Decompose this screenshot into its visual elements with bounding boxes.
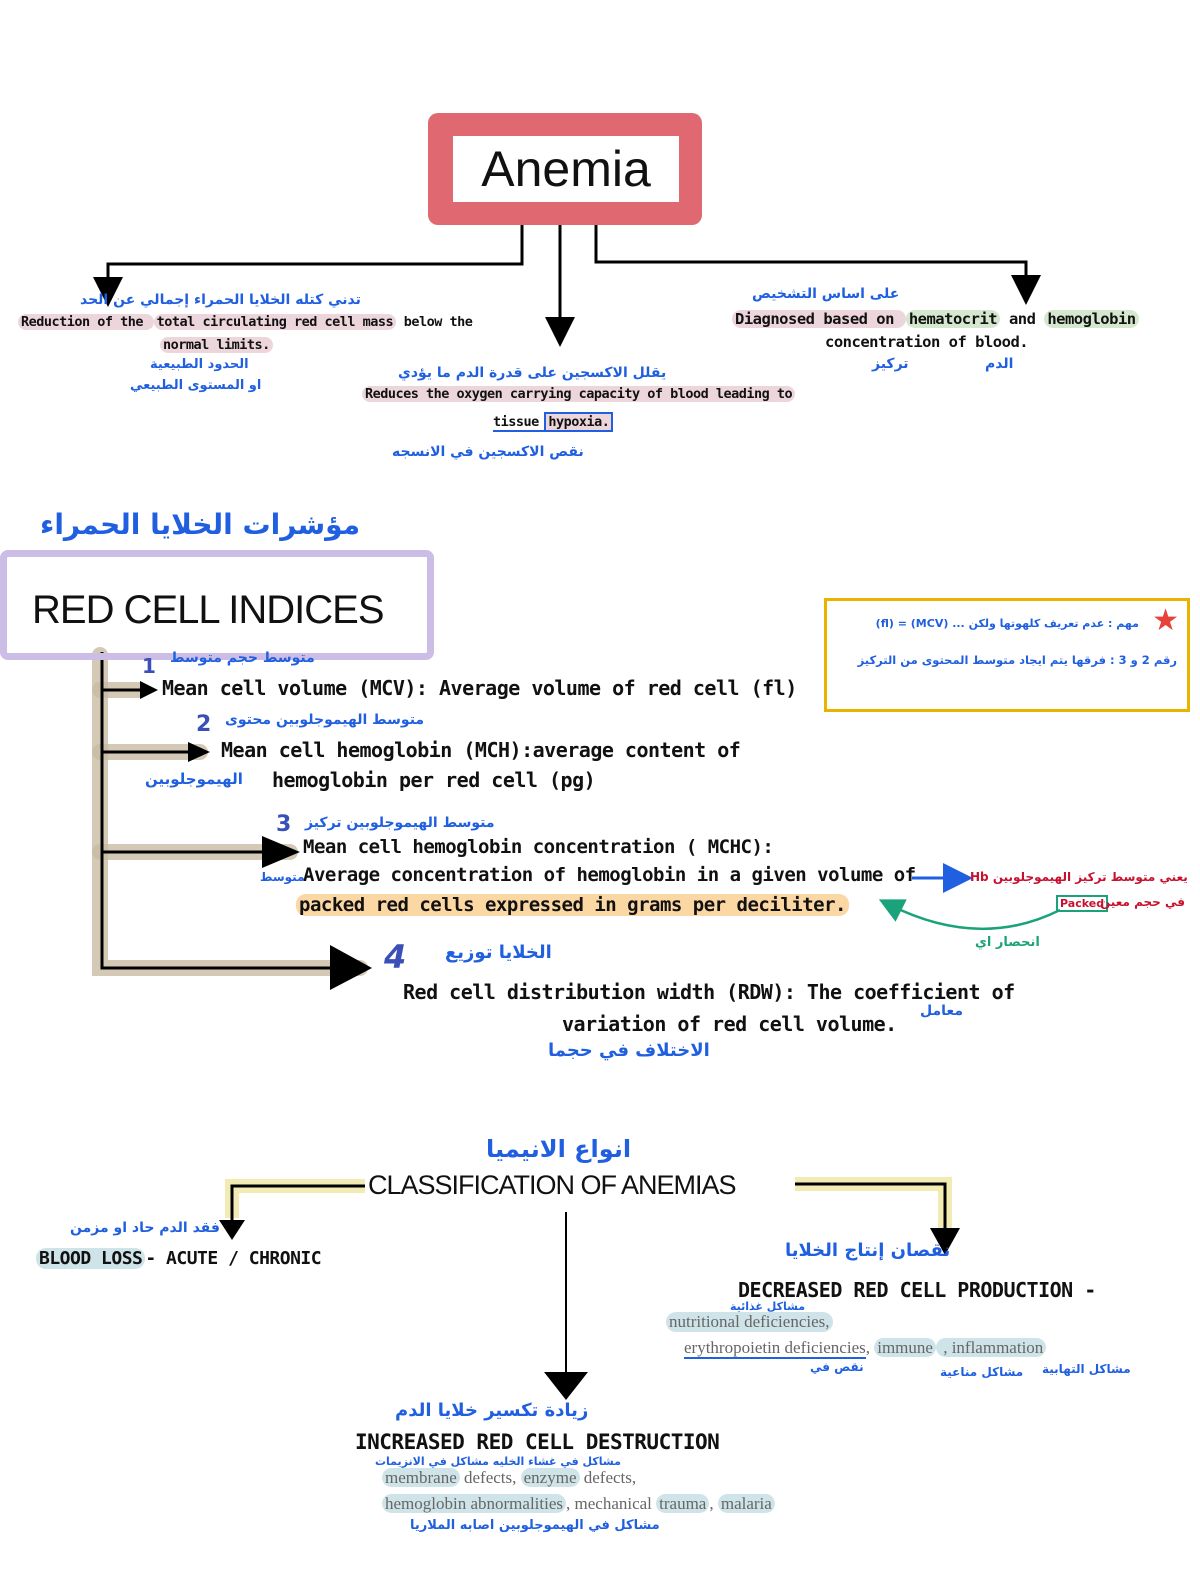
index-1-arabic: متوسط حجم متوسط <box>170 650 315 666</box>
decreased-immune: immune <box>874 1338 936 1357</box>
increased-membrane: membrane <box>382 1468 460 1487</box>
increased-detail1: membrane defects, enzyme defects, <box>382 1468 636 1488</box>
decreased-arabic-b2: مشاكل مناعية <box>940 1365 1024 1379</box>
increased-d1b: defects, <box>459 1468 521 1487</box>
def-left-text: Reduction of the total circulating red c… <box>18 314 473 330</box>
def-right-hemoglobin: hemoglobin <box>1044 310 1139 328</box>
decreased-arabic-b3: مشاكل التهابية <box>1042 1362 1131 1376</box>
def-center-line1: Reduces the oxygen carrying capacity of … <box>362 386 796 402</box>
increased-arabic-mid: مشاكل في غشاء الخليه مشاكل في الانزيمات <box>375 1455 621 1468</box>
def-right-diagnosed: Diagnosed based on <box>732 310 906 328</box>
index-4-arabic-side: معامل <box>920 1003 963 1019</box>
def-center-tissue: tissue <box>493 414 547 432</box>
mchc-side-note-1: يعني متوسط تركيز الهيموجلوبين Hb <box>970 870 1188 884</box>
index-2-arabic: متوسط الهيموجلوبين محتوى <box>225 712 425 728</box>
decreased-detail1: nutritional deficiencies, <box>666 1312 833 1332</box>
def-left-arabic-b1: الحدود الطبيعية <box>150 357 249 372</box>
indices-arabic-heading: مؤشرات الخلايا الحمراء <box>40 508 361 541</box>
blood-loss-label: BLOOD LOSS- ACUTE / CHRONIC <box>36 1248 322 1269</box>
def-left-arabic-top: تدني كتله الخلايا الحمراء إجمالي عن الحد <box>80 292 361 308</box>
def-left-arabic-b2: او المستوى الطبيعي <box>130 378 262 393</box>
increased-label: INCREASED RED CELL DESTRUCTION <box>355 1430 720 1454</box>
decreased-label: DECREASED RED CELL PRODUCTION - <box>738 1278 1096 1302</box>
increased-arabic-top: زيادة تكسير خلايا الدم <box>395 1400 589 1421</box>
index-4-arabic: الخلايا توزيع <box>445 942 552 963</box>
def-right-arabic-b2: الدم <box>985 356 1014 372</box>
increased-trauma: trauma <box>656 1494 710 1513</box>
index-1-text: Mean cell volume (MCV): Average volume o… <box>162 676 797 700</box>
def-center-hypoxia: hypoxia. <box>544 412 614 432</box>
increased-d2b: , mechanical <box>566 1494 657 1513</box>
decreased-arabic-b1: نقص في <box>810 1360 864 1374</box>
def-right-line1: Diagnosed based on hematocrit and hemogl… <box>732 310 1139 328</box>
increased-arabic-bottom: مشاكل في الهيموجلوبين اصابه الملاريا <box>410 1518 660 1533</box>
index-3-line1: Mean cell hemoglobin concentration ( MCH… <box>303 836 774 858</box>
def-center-arabic-top: يقلل الاكسجين على قدرة الدم ما يؤدي <box>398 365 667 381</box>
increased-enzyme: enzyme <box>520 1468 580 1487</box>
index-2-line2: hemoglobin per red cell (pg) <box>272 768 596 792</box>
important-note-line1: مهم : عدم تعريف كلهوتها ولكن ... (MCV) =… <box>875 617 1139 630</box>
def-right-hematocrit: hematocrit <box>905 310 1001 328</box>
index-2-arabic-side: الهيموجلوبين <box>145 770 243 788</box>
index-4-arabic-bottom: الاختلاف في حجما <box>548 1040 710 1061</box>
indices-heading: RED CELL INDICES <box>32 588 384 632</box>
decreased-sep1: , <box>865 1338 875 1357</box>
index-4-num: 4 <box>384 938 407 976</box>
def-right-and: and <box>1000 310 1045 328</box>
page-title: Anemia <box>481 141 651 197</box>
mchc-side-note-boxed: Packed <box>1056 895 1109 912</box>
index-3-line2: Average concentration of hemoglobin in a… <box>303 864 916 886</box>
def-right-arabic-top: على اساس التشخيص <box>752 286 900 302</box>
increased-malaria: malaria <box>717 1494 775 1513</box>
increased-d2d: , <box>709 1494 718 1513</box>
mchc-green-arrow <box>878 899 1061 930</box>
decreased-detail2: erythropoietin deficiencies, immune , in… <box>684 1338 1047 1359</box>
indices-bracket <box>92 647 372 990</box>
def-right-line2: concentration of blood. <box>825 333 1029 351</box>
decreased-epo: erythropoietin deficiencies <box>684 1338 866 1359</box>
blood-loss-arabic: فقد الدم حاد او مزمن <box>70 1220 220 1236</box>
mchc-side-note-below: انحصار اي <box>975 935 1040 950</box>
def-center-line2: tissue hypoxia. <box>493 412 614 432</box>
decreased-arabic-mid: مشاكل غذائية <box>730 1300 806 1313</box>
def-center-arabic-bottom: نقص الاكسجين في الانسجه <box>392 444 584 460</box>
def-left-part3: below the <box>396 314 473 330</box>
index-3-line3: packed red cells expressed in grams per … <box>296 894 849 916</box>
decreased-arabic-top: نقصان إنتاج الخلايا <box>785 1240 951 1261</box>
blood-loss-main: BLOOD LOSS <box>36 1248 146 1269</box>
anemia-title-inner: Anemia <box>453 136 679 202</box>
index-1-num: 1 <box>142 654 156 678</box>
def-left-part2: total circulating red cell mass <box>153 314 397 330</box>
classification-connectors <box>219 1177 960 1400</box>
index-4-line2: variation of red cell volume. <box>562 1012 897 1036</box>
decreased-inflammation: , inflammation <box>935 1338 1047 1357</box>
index-2-line1: Mean cell hemoglobin (MCH):average conte… <box>221 738 741 762</box>
important-note-box: ★ مهم : عدم تعريف كلهوتها ولكن ... (MCV)… <box>824 598 1190 712</box>
anemia-connectors <box>93 215 1041 347</box>
classification-arabic-heading: انواع الانيميا <box>486 1135 632 1163</box>
def-left-line2: normal limits. <box>160 337 273 353</box>
blood-loss-sub: - ACUTE / CHRONIC <box>145 1248 322 1269</box>
star-icon: ★ <box>1152 603 1179 638</box>
index-3-arabic: متوسط الهيموجلوبين تركيز <box>305 815 495 831</box>
index-4-line1: Red cell distribution width (RDW): The c… <box>403 980 1015 1004</box>
mchc-side-note-2: في حجم معين <box>1100 895 1185 909</box>
def-right-arabic-b1: تركيز <box>872 356 909 372</box>
increased-detail2: hemoglobin abnormalities, mechanical tra… <box>382 1494 775 1514</box>
index-2-num: 2 <box>196 712 212 737</box>
classification-heading: CLASSIFICATION OF ANEMIAS <box>368 1170 737 1200</box>
important-note-line2: رقم 2 و 3 : فرقها يتم ايجاد متوسط المحتو… <box>857 653 1177 667</box>
index-3-num: 3 <box>276 812 292 837</box>
def-left-part1: Reduction of the <box>18 314 154 330</box>
increased-hb: hemoglobin abnormalities <box>382 1494 566 1513</box>
indices-heading-box <box>0 550 434 660</box>
index-3-arabic-side: متوسط <box>260 870 305 884</box>
increased-d1d: defects, <box>579 1468 637 1487</box>
